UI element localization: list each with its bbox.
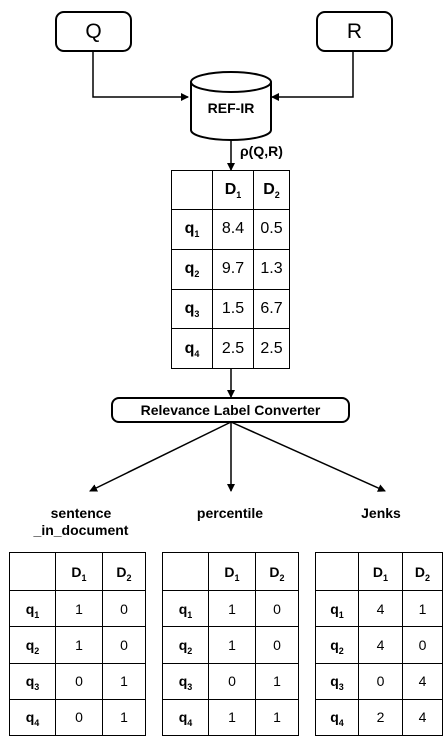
row-header: q4 (9, 698, 56, 736)
score-cell: 8.4 (212, 209, 254, 250)
method-name-sentence: sentence _in_document (33, 505, 129, 538)
column-header: D2 (102, 552, 146, 591)
score-cell: 0.5 (253, 209, 290, 250)
row-header: q2 (171, 248, 213, 290)
converter-label: Relevance Label Converter (140, 402, 321, 418)
table-row: q2 9.7 1.3 (171, 248, 290, 290)
method-name-jenks: Jenks (361, 505, 401, 521)
converter-box: Relevance Label Converter (111, 397, 350, 423)
label-cell: 1 (208, 698, 256, 736)
arrow-to-jenks (230, 421, 386, 492)
method-name-percentile: percentile (196, 505, 264, 521)
corner-cell (315, 552, 359, 591)
score-cell: 1.5 (212, 288, 254, 330)
label-cell: 1 (208, 626, 256, 664)
label-cell: 1 (255, 662, 299, 700)
label-cell: 1 (102, 698, 146, 736)
label-cell: 1 (402, 589, 443, 628)
row-header: q4 (171, 328, 213, 369)
arrow-q-to-refir (92, 52, 189, 101)
column-header: D2 (253, 170, 290, 210)
score-table: D1 D2 q1 8.4 0.5 q2 9.7 1.3 q3 1.5 6.7 q… (171, 170, 290, 369)
label-cell: 1 (55, 589, 103, 628)
column-header: D1 (55, 552, 103, 591)
label-cell: 0 (102, 626, 146, 664)
column-header: D1 (212, 170, 254, 210)
row-header: q3 (9, 662, 56, 700)
corner-cell (9, 552, 56, 591)
query-box: Q (55, 11, 132, 52)
label-cell: 4 (402, 698, 443, 736)
label-cell: 4 (358, 589, 403, 628)
row-header: q3 (162, 662, 209, 700)
label-cell: 0 (102, 589, 146, 628)
reference-box: R (316, 11, 393, 52)
score-cell: 2.5 (212, 328, 254, 369)
label-cell: 1 (255, 698, 299, 736)
row-header: q1 (171, 209, 213, 250)
column-header: D1 (358, 552, 403, 591)
row-header: q2 (9, 626, 56, 664)
label-cell: 0 (358, 662, 403, 700)
column-header: D2 (402, 552, 443, 591)
database-icon (190, 71, 272, 141)
label-cell: 0 (402, 626, 443, 664)
label-cell: 0 (55, 698, 103, 736)
label-cell: 4 (358, 626, 403, 664)
label-cell: 0 (55, 662, 103, 700)
label-cell: 0 (208, 662, 256, 700)
label-cell: 0 (255, 626, 299, 664)
score-function-label: ρ(Q,R) (240, 143, 283, 159)
label-cell: 0 (255, 589, 299, 628)
column-header: D1 (208, 552, 256, 591)
row-header: q3 (315, 662, 359, 700)
row-header: q1 (315, 589, 359, 628)
score-cell: 2.5 (253, 328, 290, 369)
arrow-to-sentence (89, 421, 232, 492)
corner-cell (162, 552, 209, 591)
row-header: q1 (162, 589, 209, 628)
table-row: q1 8.4 0.5 (171, 209, 290, 250)
row-header: q4 (162, 698, 209, 736)
score-cell: 6.7 (253, 288, 290, 330)
refir-label: REF-IR (207, 100, 255, 116)
label-cell: 4 (402, 662, 443, 700)
row-header: q1 (9, 589, 56, 628)
label-cell: 1 (55, 626, 103, 664)
row-header: q3 (171, 288, 213, 330)
row-header: q4 (315, 698, 359, 736)
label-cell: 1 (102, 662, 146, 700)
score-cell: 9.7 (212, 248, 254, 290)
reference-label: R (346, 19, 363, 43)
table-row: q3 1.5 6.7 (171, 288, 290, 330)
score-cell: 1.3 (253, 248, 290, 290)
corner-cell (171, 170, 213, 210)
arrow-r-to-refir (271, 52, 354, 101)
column-header: D2 (255, 552, 299, 591)
label-cell: 2 (358, 698, 403, 736)
label-cell: 1 (208, 589, 256, 628)
query-label: Q (85, 19, 102, 43)
row-header: q2 (315, 626, 359, 664)
row-header: q2 (162, 626, 209, 664)
table-row: q4 2.5 2.5 (171, 328, 290, 369)
